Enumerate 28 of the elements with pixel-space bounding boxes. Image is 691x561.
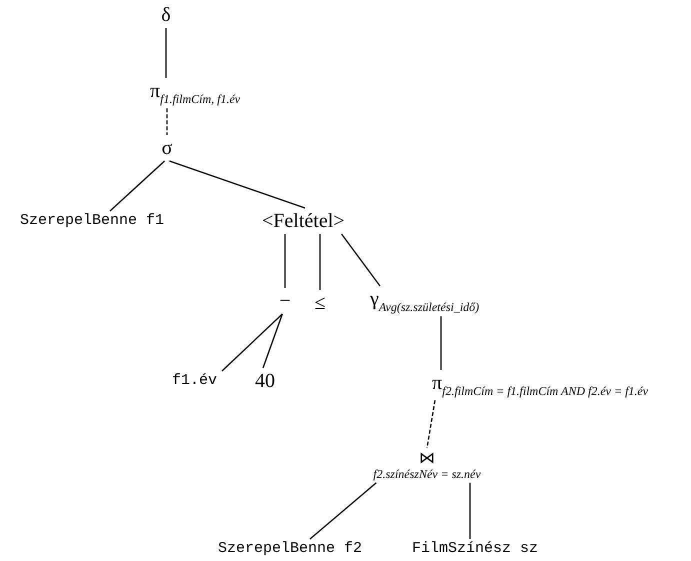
operator-label: δ — [161, 4, 171, 26]
operator-label: ≤ — [314, 292, 326, 314]
tree-edge — [469, 482, 471, 539]
relation-name: f1.év — [172, 373, 218, 390]
operator-label: <Feltétel> — [262, 210, 345, 232]
operator-label: σ — [162, 137, 172, 159]
tree-edge — [165, 28, 167, 78]
tree-edge — [222, 314, 283, 372]
tree-edge — [166, 108, 168, 135]
relation-name: SzerepelBenne f1 — [20, 213, 164, 230]
join-condition: f2.színészNév = sz.név — [373, 468, 481, 481]
tree-edge — [284, 234, 286, 288]
tree-edge — [110, 160, 166, 212]
tree-edge — [310, 482, 377, 540]
relation-name: FilmSzínész sz — [412, 541, 538, 558]
tree-edge — [319, 234, 321, 290]
relation-name: SzerepelBenne f2 — [218, 541, 362, 558]
tree-edge — [440, 316, 442, 370]
tree-edge — [426, 400, 436, 448]
tree-edge — [169, 160, 306, 209]
operator-label: π$_{f2.filmCím = f1.filmCím AND f2.év = f1.év}$ — [432, 372, 648, 398]
tree-edge — [341, 234, 381, 286]
tree-edge — [262, 314, 283, 368]
operator-label: 40 — [255, 370, 275, 392]
operator-label: − — [279, 290, 291, 312]
operator-label: π$_{f1.filmCím, f1.év}$ — [150, 80, 240, 106]
operator-label: γ$_{Avg(sz.születési_idő)}$ — [370, 288, 480, 314]
join-symbol: ⋈ — [418, 450, 436, 468]
